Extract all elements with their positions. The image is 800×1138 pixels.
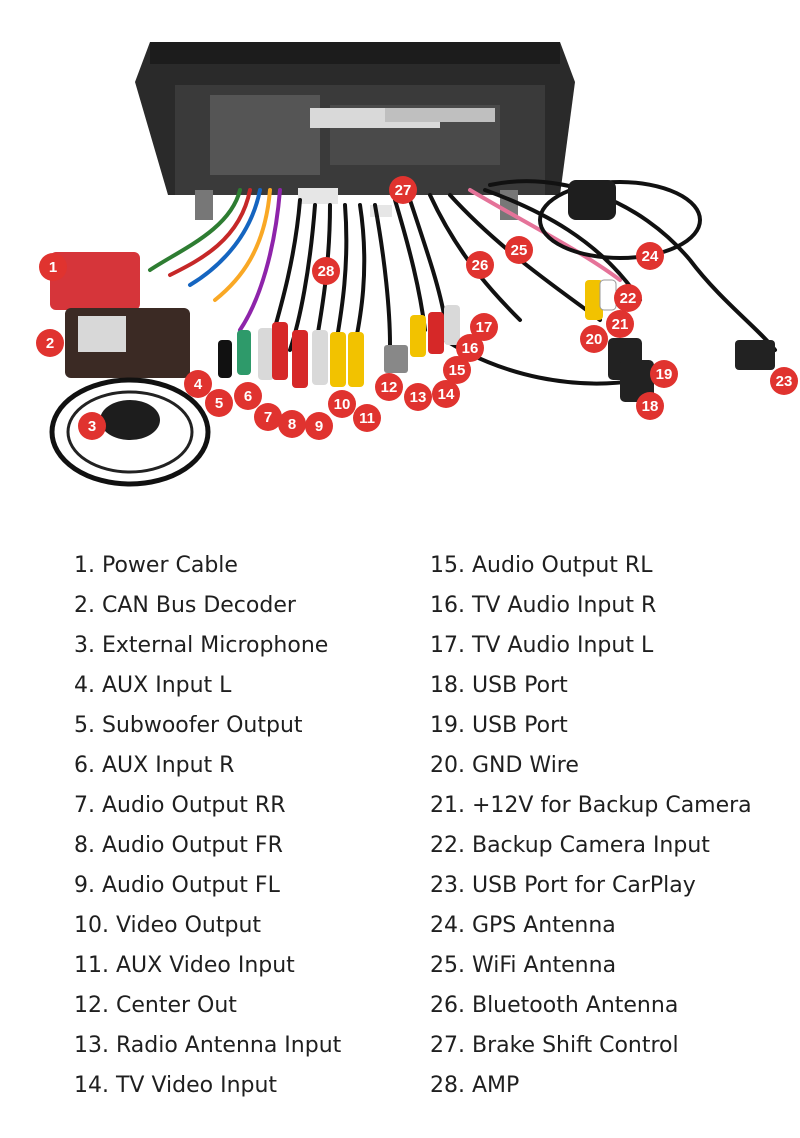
svg-text:2: 2 [46,335,54,352]
marker-28: 28 [312,257,340,285]
legend-item: 14. TV Video Input [74,1073,278,1098]
marker-2: 2 [36,329,64,357]
legend-item: 18. USB Port [430,673,568,698]
legend-item: 5. Subwoofer Output [74,713,303,738]
legend-item: 22. Backup Camera Input [430,833,710,858]
svg-text:17: 17 [476,319,493,336]
marker-20: 20 [580,325,608,353]
microphone-head [100,400,160,440]
power-harness-block [50,252,140,310]
svg-text:21: 21 [612,316,629,333]
legend-item: 1. Power Cable [74,553,238,578]
connection-diagram: 1 2 3 4 5 6 7 8 9 10 11 12 13 14 15 16 1… [0,0,800,520]
legend-item: 2. CAN Bus Decoder [74,593,296,618]
svg-text:26: 26 [472,257,489,274]
svg-text:13: 13 [410,389,427,406]
legend-item: 7. Audio Output RR [74,793,286,818]
marker-8: 8 [278,410,306,438]
svg-text:15: 15 [449,362,466,379]
gps-antenna [568,180,616,220]
marker-17: 17 [470,313,498,341]
svg-text:4: 4 [194,376,203,393]
marker-15: 15 [443,356,471,384]
legend-item: 4. AUX Input L [74,673,232,698]
legend-item: 17. TV Audio Input L [430,633,654,658]
marker-25: 25 [505,236,533,264]
svg-text:7: 7 [264,409,272,426]
legend-item: 20. GND Wire [430,753,579,778]
svg-text:1: 1 [49,259,57,276]
legend-item: 16. TV Audio Input R [430,593,657,618]
svg-text:10: 10 [334,396,351,413]
legend-item: 13. Radio Antenna Input [74,1033,342,1058]
svg-text:5: 5 [215,395,223,412]
svg-text:19: 19 [656,366,673,383]
svg-text:11: 11 [359,410,375,427]
marker-19: 19 [650,360,678,388]
gps-cable-coil [538,180,702,260]
legend-item: 19. USB Port [430,713,568,738]
legend-right-column: 15. Audio Output RL 16. TV Audio Input R… [430,546,752,1106]
marker-14: 14 [432,380,460,408]
marker-6: 6 [234,382,262,410]
marker-18: 18 [636,392,664,420]
marker-10: 10 [328,390,356,418]
marker-24: 24 [636,242,664,270]
marker-13: 13 [404,383,432,411]
svg-text:28: 28 [318,263,335,280]
legend-item: 21. +12V for Backup Camera [430,793,752,818]
marker-23: 23 [770,367,798,395]
svg-text:3: 3 [88,418,96,435]
legend-item: 11. AUX Video Input [74,953,295,978]
legend-item: 3. External Microphone [74,633,329,658]
svg-text:22: 22 [620,290,637,307]
legend-item: 10. Video Output [74,913,262,938]
legend-item: 6. AUX Input R [74,753,235,778]
svg-text:23: 23 [776,373,793,390]
legend-item: 23. USB Port for CarPlay [430,873,696,898]
legend-item: 15. Audio Output RL [430,553,653,578]
legend-item: 24. GPS Antenna [430,913,616,938]
svg-text:6: 6 [244,388,252,405]
marker-3: 3 [78,412,106,440]
svg-text:27: 27 [395,182,412,199]
svg-text:20: 20 [586,331,603,348]
svg-text:8: 8 [288,416,296,433]
marker-7: 7 [254,403,282,431]
marker-9: 9 [305,412,333,440]
marker-4: 4 [184,370,212,398]
marker-21: 21 [606,310,634,338]
svg-text:14: 14 [438,386,455,403]
marker-5: 5 [205,389,233,417]
svg-text:12: 12 [381,379,398,396]
legend-item: 9. Audio Output FL [74,873,280,898]
svg-text:9: 9 [315,418,323,435]
head-unit [135,42,575,220]
marker-26: 26 [466,251,494,279]
marker-12: 12 [375,373,403,401]
legend-item: 27. Brake Shift Control [430,1033,679,1058]
svg-text:18: 18 [642,398,659,415]
legend-item: 12. Center Out [74,993,237,1018]
rca-connectors [218,279,775,402]
legend-item: 28. AMP [430,1073,520,1098]
legend-item: 25. WiFi Antenna [430,953,617,978]
legend-item: 8. Audio Output FR [74,833,283,858]
svg-text:16: 16 [462,340,479,357]
svg-text:25: 25 [511,242,528,259]
microphone-cable-coil [49,377,211,487]
legend-left-column: 1. Power Cable 2. CAN Bus Decoder 3. Ext… [74,546,341,1106]
marker-16: 16 [456,334,484,362]
marker-22: 22 [614,284,642,312]
svg-text:24: 24 [642,248,659,265]
legend-item: 26. Bluetooth Antenna [430,993,679,1018]
marker-11: 11 [353,404,381,432]
marker-1: 1 [39,253,67,281]
marker-27: 27 [389,176,417,204]
